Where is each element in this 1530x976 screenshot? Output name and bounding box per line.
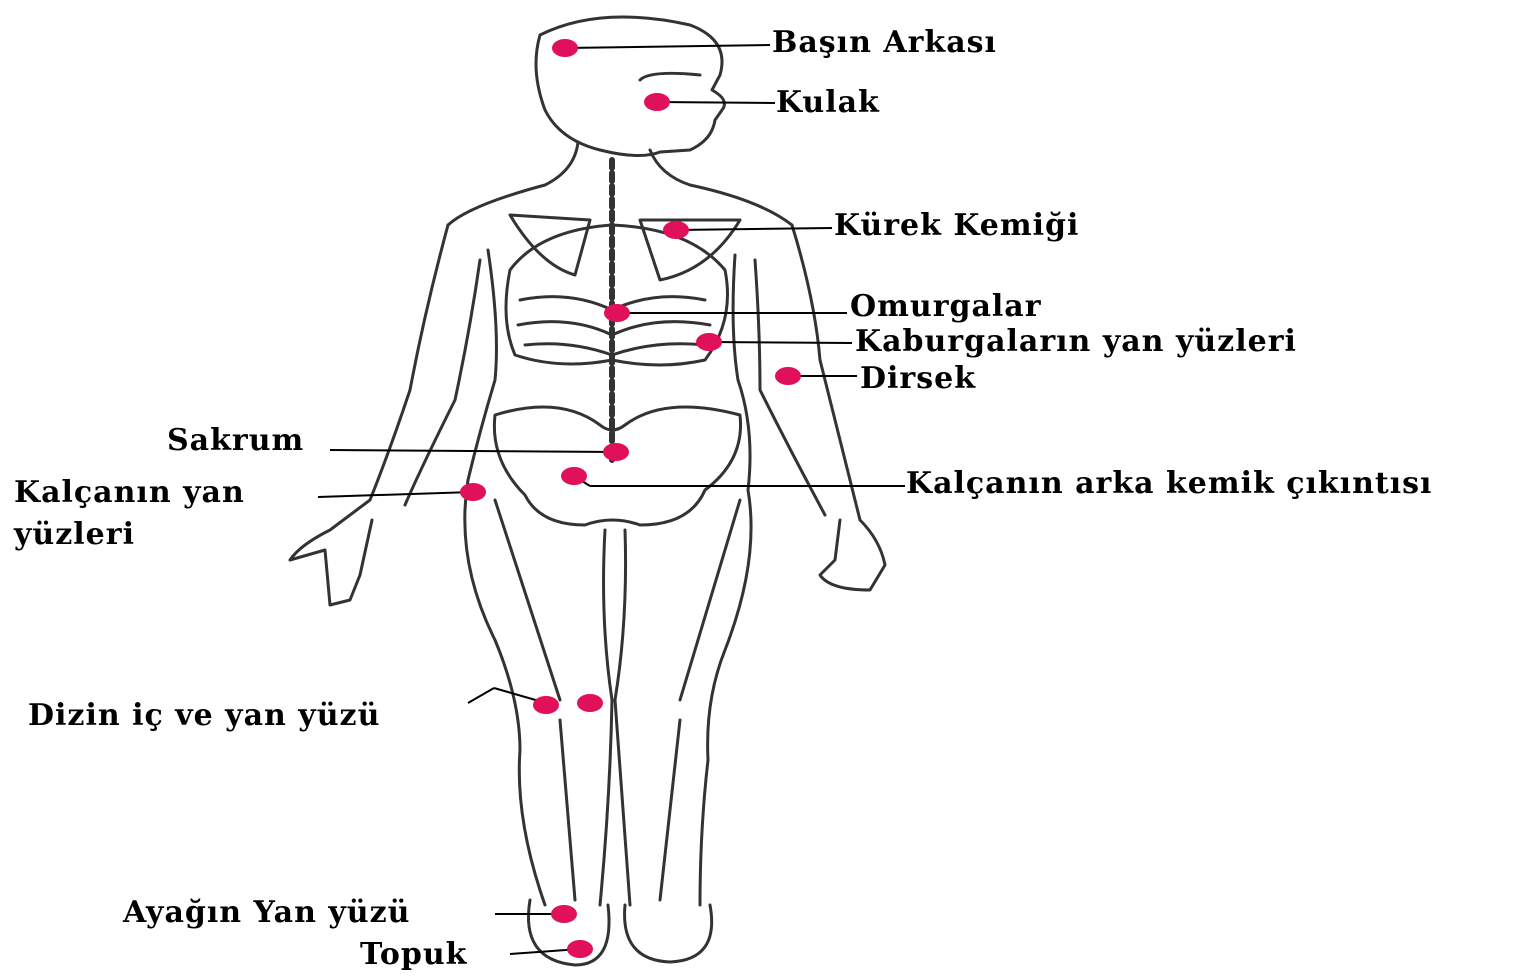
left-leg-inner (600, 530, 612, 905)
label-ribs-side: Kaburgaların yan yüzleri (855, 325, 1297, 359)
head-outline (536, 17, 724, 156)
marker-hip-side (460, 483, 486, 501)
hair-line (640, 73, 700, 80)
marker-heel (567, 940, 593, 958)
label-heel: Topuk (360, 938, 467, 972)
marker-head-back (552, 39, 578, 57)
marker-ear (644, 93, 670, 111)
right-arm-inner (755, 260, 825, 515)
label-elbow: Dirsek (860, 362, 976, 396)
label-sacrum: Sakrum (167, 424, 304, 458)
marker-hip-posterior (561, 467, 587, 485)
marker-foot-side (551, 905, 577, 923)
right-arm-outer (792, 225, 885, 590)
right-foot (625, 905, 712, 962)
left-tibia (560, 720, 575, 900)
label-ear: Kulak (776, 86, 880, 120)
marker-vertebrae (604, 304, 630, 322)
right-tibia (660, 720, 680, 900)
label-hip-side-line2: yüzleri (14, 518, 135, 552)
right-femur (680, 500, 740, 700)
label-knee: Dizin iç ve yan yüzü (28, 699, 380, 733)
leader-shoulder-blade (676, 228, 832, 230)
label-head-back: Başın Arkası (772, 26, 997, 60)
marker-shoulder-blade (663, 221, 689, 239)
right-leg-inner (615, 530, 630, 905)
marker-knee-inner (533, 696, 559, 714)
leader-sacrum (330, 450, 616, 452)
leader-hip-side (318, 492, 473, 497)
label-shoulder-blade: Kürek Kemiği (834, 209, 1079, 243)
left-arm-inner (405, 260, 480, 505)
marker-ribs-side (696, 333, 722, 351)
neck-left (448, 142, 578, 225)
leader-knee-1 (468, 688, 494, 703)
label-vertebrae: Omurgalar (850, 290, 1042, 324)
neck-right (650, 150, 792, 225)
left-scapula (510, 215, 590, 275)
label-hip-side-line1: Kalçanın yan (14, 476, 245, 510)
leader-ear (657, 102, 775, 103)
leader-head-back (565, 45, 770, 48)
left-arm-outer (290, 225, 448, 605)
marker-sacrum (603, 443, 629, 461)
pelvis (494, 407, 740, 525)
marker-knee-outer (577, 694, 603, 712)
marker-elbow (775, 367, 801, 385)
leader-ribs-side (709, 342, 852, 343)
label-hip-posterior: Kalçanın arka kemik çıkıntısı (906, 467, 1432, 501)
torso-left (468, 250, 496, 480)
left-leg-outer (465, 480, 545, 905)
label-foot-side: Ayağın Yan yüzü (123, 896, 410, 930)
